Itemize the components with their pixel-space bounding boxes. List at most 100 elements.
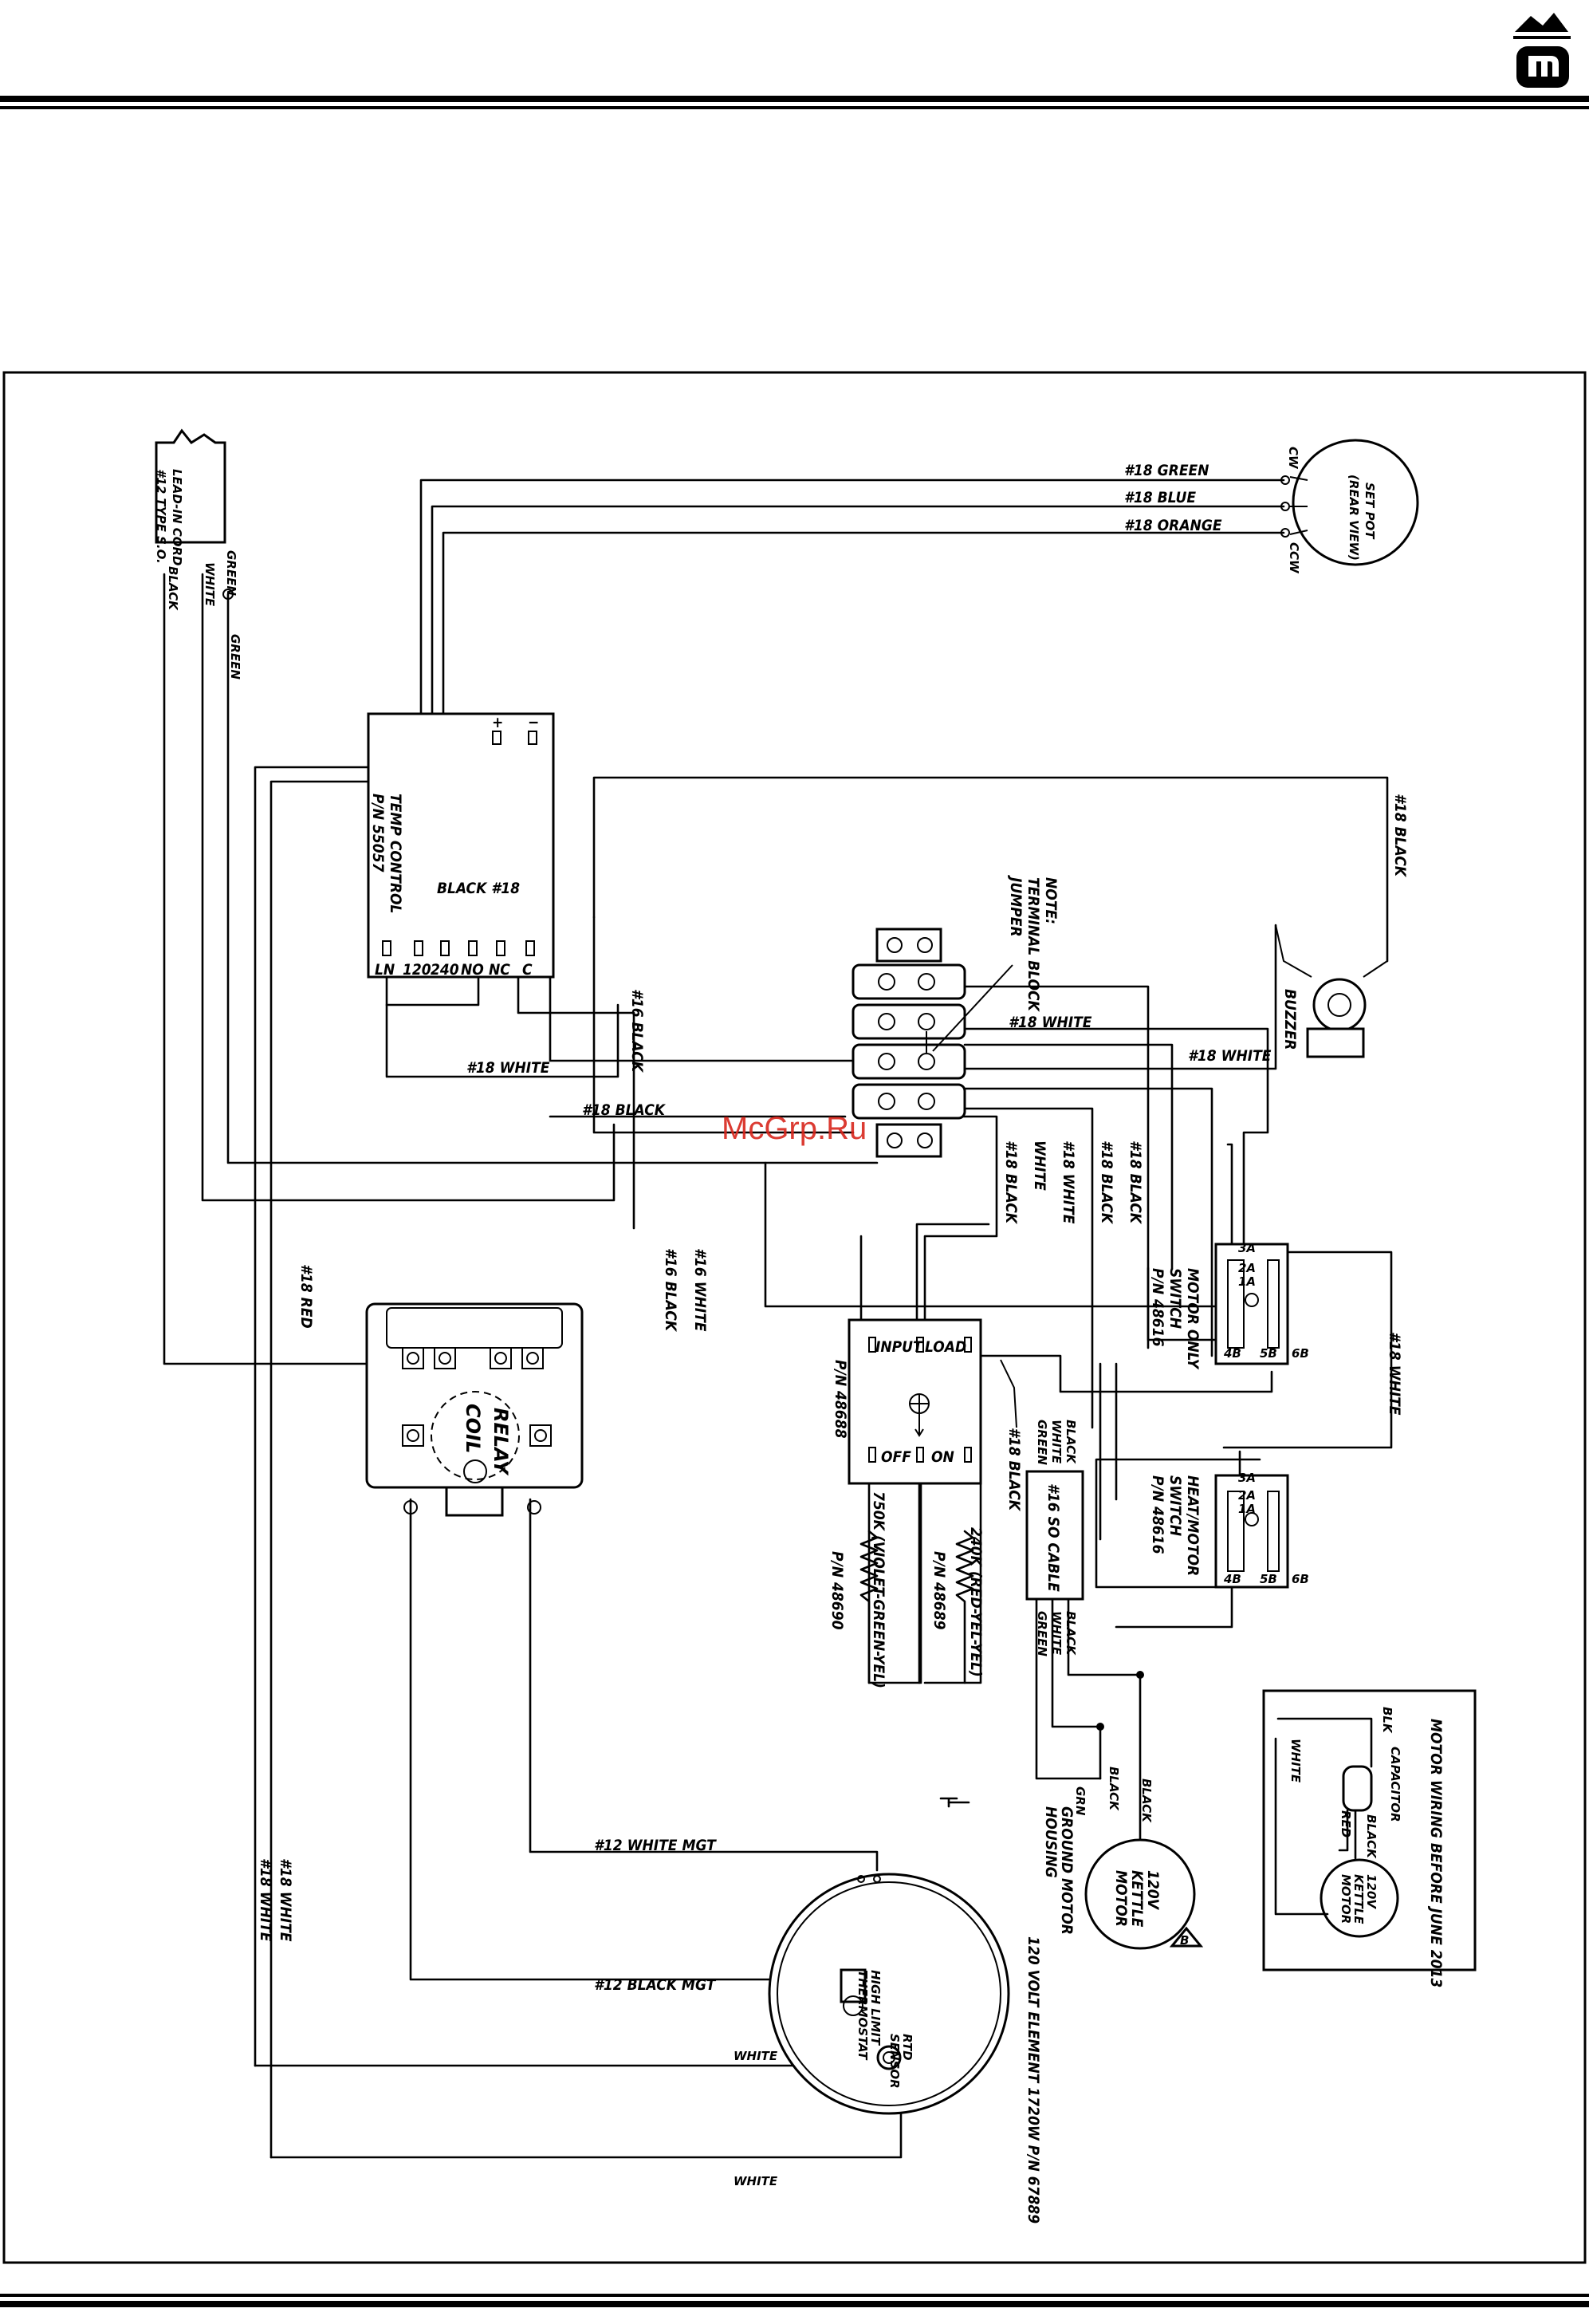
so-black-top: BLACK bbox=[1064, 1420, 1078, 1464]
buzzer-label: BUZZER bbox=[1281, 989, 1299, 1050]
coil-label: COIL bbox=[462, 1404, 484, 1453]
watermark: McGrp.Ru bbox=[722, 1111, 867, 1146]
high-limit: HIGH LIMIT bbox=[868, 1970, 883, 2046]
kettle-motor-kettle: KETTLE bbox=[1128, 1870, 1146, 1928]
motor-only-switch: 3A 2A 1A 4B 5B 6B MOTOR ONLY SWITCH P/N … bbox=[1149, 1241, 1309, 1370]
wire-white-18-e: #18 WHITE bbox=[1386, 1332, 1403, 1416]
res-240k: 240K (RED-YEL-YEL) bbox=[967, 1527, 985, 1677]
rocker-input: INPUT bbox=[875, 1338, 923, 1356]
wire-black-18-c: #18 BLACK bbox=[1098, 1140, 1115, 1225]
wire-black-18-e: #18 BLACK bbox=[1391, 794, 1409, 878]
set-pot-cw: CW bbox=[1286, 447, 1300, 470]
motor-b: B bbox=[1180, 1933, 1189, 1948]
wire-black-18-a: #18 BLACK bbox=[582, 1101, 667, 1119]
ground-housing: HOUSING bbox=[1042, 1806, 1060, 1878]
cord-label-2: #12 TYPE S.O. bbox=[154, 469, 168, 564]
wire-white-18-d: #18 WHITE bbox=[1060, 1140, 1077, 1224]
temp-control-pn: P/N 55057 bbox=[369, 794, 387, 872]
term-no: NO bbox=[461, 961, 484, 979]
cord-black: BLACK bbox=[166, 566, 180, 611]
capacitor-icon bbox=[1342, 1765, 1373, 1812]
ms1-switch: SWITCH bbox=[1166, 1268, 1184, 1329]
set-pot-ccw: CCW bbox=[1287, 542, 1301, 574]
buzzer: BUZZER bbox=[1275, 924, 1388, 1058]
ms2-4b: 4B bbox=[1223, 1572, 1241, 1586]
set-pot-label: SET POT bbox=[1363, 483, 1377, 540]
wire-white-18-a: #18 WHITE bbox=[466, 1059, 550, 1077]
ms1-label: MOTOR ONLY bbox=[1184, 1268, 1202, 1370]
temp-control: + − TEMP CONTROL P/N 55057 BLACK #18 LN … bbox=[367, 712, 555, 979]
ms1-pn: P/N 48616 bbox=[1149, 1268, 1166, 1347]
cord-label-1: LEAD-IN CORD bbox=[170, 469, 184, 566]
footer bbox=[0, 2294, 1589, 2307]
motor-grn: GRN bbox=[1073, 1786, 1088, 1816]
so-black-bot: BLACK bbox=[1064, 1611, 1078, 1656]
ms2-5b: 5B bbox=[1260, 1572, 1277, 1586]
note-terminal: TERMINAL BLOCK bbox=[1025, 877, 1042, 1013]
kettle-motor-motor: MOTOR bbox=[1112, 1870, 1130, 1927]
relay-label: RELAY bbox=[490, 1408, 512, 1476]
resistor-icon bbox=[859, 1530, 879, 1684]
motor-black-1: BLACK bbox=[1139, 1778, 1154, 1823]
heat-motor-switch: 3A 2A 1A 4B 5B 6B HEAT/MOTOR SWITCH P/N … bbox=[1149, 1471, 1309, 1589]
cord-green-2: GREEN bbox=[228, 634, 242, 679]
inset-motor-wiring: MOTOR WIRING BEFORE JUNE 2013 120V KETTL… bbox=[1262, 1689, 1477, 1987]
ms1-1a: 1A bbox=[1238, 1274, 1256, 1289]
inset-capacitor: CAPACITOR bbox=[1388, 1747, 1402, 1822]
wire-green-18: #18 GREEN bbox=[1124, 462, 1209, 479]
wire-white-16: #16 WHITE bbox=[691, 1248, 709, 1332]
ms2-switch: SWITCH bbox=[1166, 1475, 1184, 1536]
term-240: 240 bbox=[431, 961, 459, 979]
note-jumper: JUMPER bbox=[1007, 875, 1025, 937]
wire-orange-18: #18 ORANGE bbox=[1124, 517, 1222, 534]
wire-black-16-b: #16 BLACK bbox=[662, 1248, 679, 1333]
temp-terminals: LN 120 240 NO NC C bbox=[375, 940, 535, 979]
ms2-3a: 3A bbox=[1238, 1471, 1256, 1485]
wire-black-12-mgt: #12 BLACK MGT bbox=[594, 1976, 717, 1994]
note-label: NOTE: bbox=[1042, 877, 1060, 924]
temp-control-label: TEMP CONTROL bbox=[387, 794, 404, 913]
ms2-1a: 1A bbox=[1238, 1502, 1256, 1516]
relay: COIL RELAY bbox=[365, 1302, 584, 1517]
res-750k: 750K (VIOLET-GREEN-YEL) bbox=[870, 1491, 887, 1688]
ground-screw-icon bbox=[222, 589, 234, 600]
ms1-4b: 4B bbox=[1223, 1346, 1241, 1361]
term-ln: LN bbox=[375, 961, 395, 979]
rocker-pn: P/N 48688 bbox=[832, 1360, 849, 1439]
motor-black-2: BLACK bbox=[1107, 1767, 1121, 1811]
wire-white-12-mgt: #12 WHITE MGT bbox=[594, 1837, 717, 1854]
so-green-top: GREEN bbox=[1035, 1420, 1049, 1465]
inset-red: RED bbox=[1339, 1810, 1353, 1838]
rtd-sensor: SENSOR bbox=[887, 2034, 902, 2089]
high-limit-thermostat: THERMOSTAT bbox=[855, 1970, 870, 2061]
inset-white: WHITE bbox=[1288, 1739, 1303, 1783]
set-pot-view: (REAR VIEW) bbox=[1347, 475, 1361, 561]
so-white-top: WHITE bbox=[1049, 1420, 1064, 1464]
ms1-6b: 6B bbox=[1292, 1346, 1309, 1361]
element: HIGH LIMIT THERMOSTAT RTD SENSOR 120 VOL… bbox=[594, 1797, 1042, 2224]
logo bbox=[1513, 13, 1571, 88]
wire-white-18-c: #18 WHITE bbox=[1188, 1047, 1272, 1065]
rtd: RTD bbox=[900, 2034, 914, 2061]
wire-blue-18: #18 BLUE bbox=[1124, 489, 1196, 506]
rocker-off: OFF bbox=[881, 1448, 911, 1466]
inset-motor-kettle: KETTLE bbox=[1351, 1874, 1366, 1924]
motor-icon-inset bbox=[1320, 1858, 1399, 1938]
inset-black: BLACK bbox=[1364, 1814, 1379, 1859]
wire-white-18-g: #18 WHITE bbox=[257, 1858, 274, 1942]
inset-motor-120v: 120V bbox=[1364, 1874, 1379, 1909]
inset-motor-motor: MOTOR bbox=[1339, 1874, 1353, 1924]
term-c: C bbox=[522, 961, 533, 979]
lead-in-cord: LEAD-IN CORD #12 TYPE S.O. BLACK WHITE G… bbox=[154, 428, 242, 679]
term-120: 120 bbox=[403, 961, 431, 979]
temp-black-18: BLACK #18 bbox=[437, 880, 520, 897]
ms1-2a: 2A bbox=[1238, 1261, 1256, 1275]
inset-title: MOTOR WIRING BEFORE JUNE 2013 bbox=[1427, 1719, 1445, 1987]
temp-minus: − bbox=[528, 714, 539, 731]
element-label: 120 VOLT ELEMENT 1720W P/N 67889 bbox=[1025, 1936, 1042, 2224]
wire-white-a: WHITE bbox=[734, 2049, 778, 2063]
temp-plus: + bbox=[492, 714, 503, 731]
wire-black-18-f: #18 BLACK bbox=[1005, 1428, 1023, 1512]
so-white-bot: WHITE bbox=[1049, 1611, 1064, 1656]
